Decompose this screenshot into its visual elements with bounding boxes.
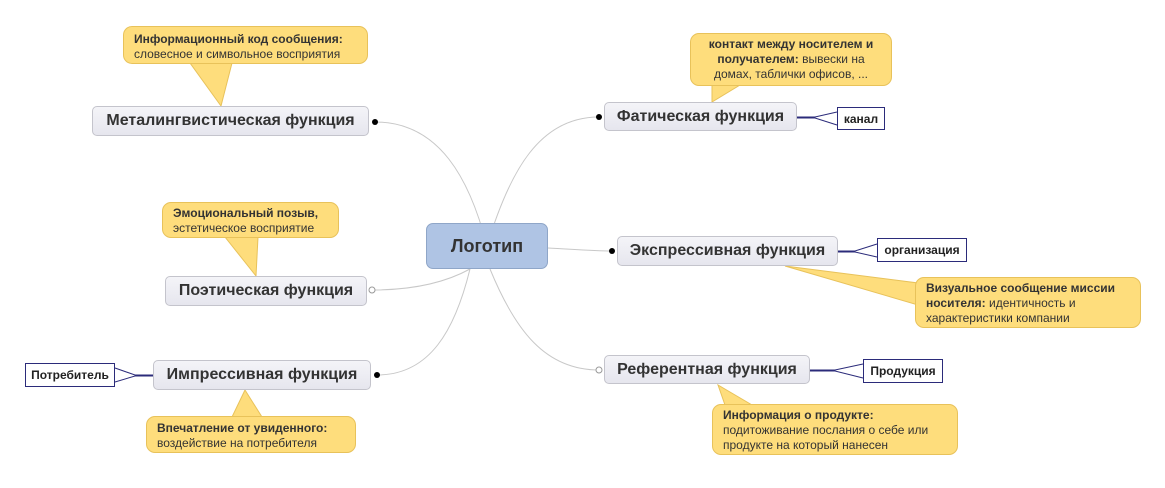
tag-referential[interactable]: Продукция [863,359,943,383]
callout-tail-phatic [711,84,742,103]
callout-metalinguistic: Информационный код сообщения: словесное … [123,26,368,64]
callout-bold: контакт между носителем и получателем: [708,37,874,66]
callout-text: словесное и символьное восприятия [134,47,341,61]
dot-referential [595,366,603,374]
callout-text: идентичность и характеристики компании [926,296,1076,325]
tag-label: Потребитель [31,368,109,382]
callout-bold: Впечатление от увиденного: [157,421,328,435]
central-topic-label: Логотип [450,235,524,256]
callout-bold: Информационный код сообщения: [134,32,343,46]
dot-impressive [374,372,380,378]
callout-text: подитоживание послания о себе или продук… [723,423,929,452]
callout-tail-metalinguistic [189,62,233,108]
callout-poetic: Эмоциональный позыв, эстетическое воспри… [162,202,339,238]
node-label: Экспрессивная функция [629,242,826,259]
node-impressive[interactable]: Импрессивная функция [153,360,371,390]
link-referential [489,268,600,371]
link-metalinguistic [374,121,488,247]
dot-metalinguistic [372,119,378,125]
dot-expressive [609,248,615,254]
callout-tail-expressive [784,265,919,306]
callout-impressive: Впечатление от увиденного: воздействие н… [146,416,356,453]
tag-label: организация [884,243,960,257]
tag-label: канал [843,111,879,126]
tag-label: Продукция [870,364,936,378]
central-topic[interactable]: Логотип [426,223,548,269]
node-phatic[interactable]: Фатическая функция [604,102,797,131]
tag-link-referential [810,363,864,379]
link-expressive [547,247,613,252]
node-expressive[interactable]: Экспрессивная функция [617,236,838,266]
node-label: Референтная функция [617,360,797,378]
callout-text: воздействие на потребителя [157,436,317,450]
link-phatic [486,116,600,247]
dot-phatic [596,114,602,120]
link-poetic [371,268,471,291]
callout-referential: Информация о продукте: подитоживание пос… [712,404,958,455]
node-referential[interactable]: Референтная функция [604,355,810,384]
node-label: Импрессивная функция [166,366,358,383]
tag-expressive[interactable]: организация [877,238,967,262]
tag-phatic[interactable]: канал [837,107,885,130]
tag-link-expressive [838,243,878,258]
callout-bold: Эмоциональный позыв, [173,206,319,220]
tag-link-impressive [114,367,153,383]
callout-bold: Визуальное сообщение миссии носителя: [926,281,1116,310]
node-label: Металингвистическая функция [106,112,355,129]
dot-poetic [368,286,376,294]
callout-tail-referential [717,383,754,406]
node-label: Поэтическая функция [178,282,354,299]
node-metalinguistic[interactable]: Металингвистическая функция [92,106,369,136]
callout-phatic: контакт между носителем и получателем: в… [690,33,892,86]
callout-bold: Информация о продукте: [723,408,874,422]
tag-link-phatic [797,111,838,126]
link-impressive [376,268,471,376]
callout-expressive: Визуальное сообщение миссии носителя: ид… [915,277,1141,328]
callout-text: вывески на домах, таблички офисов, ... [714,52,868,81]
callout-text: эстетическое восприятие [173,221,315,235]
tag-impressive[interactable]: Потребитель [25,363,115,387]
callout-tail-impressive [231,388,263,418]
callout-tail-poetic [223,236,259,278]
node-poetic[interactable]: Поэтическая функция [165,276,367,306]
node-label: Фатическая функция [616,107,785,125]
